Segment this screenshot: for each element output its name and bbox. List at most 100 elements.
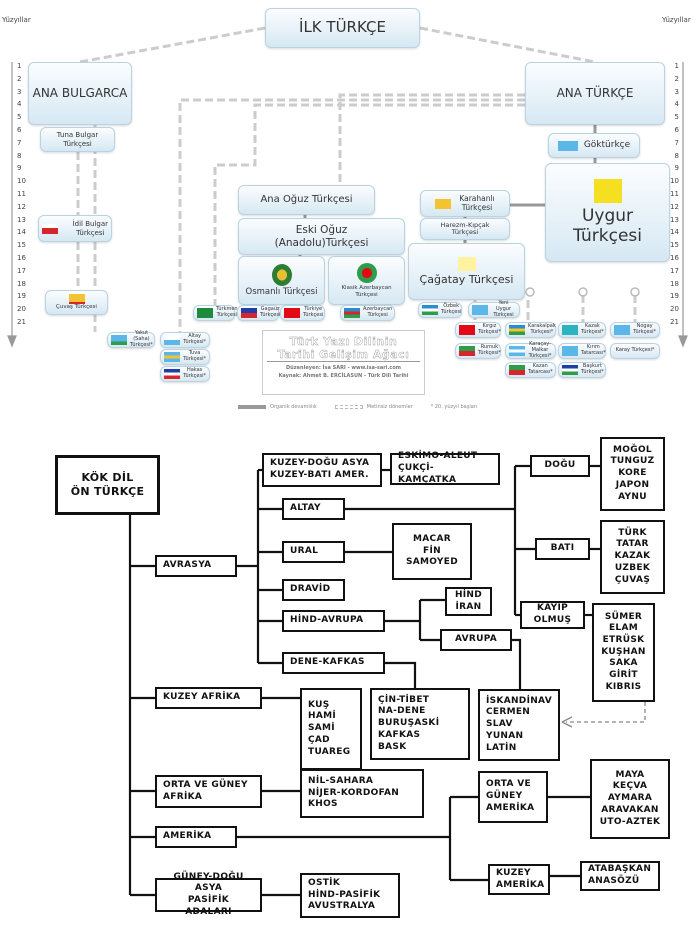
ottoman-coat-of-arms-icon xyxy=(271,263,292,286)
century-tick: 7 xyxy=(674,138,679,147)
leaf-language-node: Gagauz Türkçesi xyxy=(237,305,281,321)
branch-ural: URAL xyxy=(282,541,345,563)
century-tick: 10 xyxy=(670,177,679,186)
region-guney-dogu-asya: GÜNEY-DOĞU ASYA PASİFİK ADALARI xyxy=(155,872,262,917)
leaf-label: Özbek Türkçesi xyxy=(441,303,462,315)
leaf-kuzey-amerika-list: ATABAŞKAN ANASÖZÜ xyxy=(580,861,660,891)
leaf-label: Yakut (Saha) Türkçesi* xyxy=(130,330,153,348)
century-tick: 2 xyxy=(17,74,22,83)
leaf-language-node: Azerbaycan Türkçesi xyxy=(340,305,395,321)
leaf-label: Türkmen Türkçesi xyxy=(216,306,238,318)
flag-icon xyxy=(509,325,525,335)
leaf-language-node: Karakalpak Türkçesi* xyxy=(505,322,556,338)
century-tick: 5 xyxy=(17,113,22,122)
branch-dravid: DRAVİD xyxy=(282,579,345,601)
node-ilk-turkce: İLK TÜRKÇE xyxy=(265,8,420,48)
leaf-label: Kırgız Türkçesi* xyxy=(478,323,501,335)
flag-icon xyxy=(459,325,475,335)
flag-icon xyxy=(344,308,360,318)
leaf-label: Gagauz Türkçesi xyxy=(260,306,281,318)
century-tick: 19 xyxy=(17,292,26,301)
century-tick: 4 xyxy=(17,100,22,109)
legend: Organik devamlılık Metinsiz dönemler * 2… xyxy=(238,404,477,410)
flag-icon xyxy=(241,308,257,318)
leaf-language-node: Türkmen Türkçesi xyxy=(193,305,238,321)
century-tick: 11 xyxy=(17,189,26,198)
branch-kayip-olmus: KAYIP OLMUŞ xyxy=(520,601,585,629)
leaf-eskimo: ESKİMO-ALEUT ÇUKÇİ-KAMÇATKA xyxy=(390,451,500,485)
century-tick: 14 xyxy=(670,228,679,237)
century-tick: 10 xyxy=(17,177,26,186)
century-tick: 6 xyxy=(17,125,22,134)
century-tick: 16 xyxy=(17,253,26,262)
leaf-language-node: Kazan Tatarcası* xyxy=(505,362,556,378)
leaf-language-node: Türkiye Türkçesi xyxy=(280,305,325,321)
flag-icon xyxy=(562,365,578,375)
node-ana-bulgarca: ANA BULGARCA xyxy=(28,62,132,125)
century-tick: 13 xyxy=(670,215,679,224)
flag-icon xyxy=(42,223,58,234)
century-tick: 8 xyxy=(17,151,22,160)
node-ana-turkce: ANA TÜRKÇE xyxy=(525,62,665,125)
branch-orta-guney-amerika: ORTA VE GÜNEY AMERİKA xyxy=(478,771,548,823)
leaf-language-node: Karay Türkçesi* xyxy=(610,343,660,359)
node-label: Karahanlı Türkçesi xyxy=(459,193,495,212)
century-tick: 6 xyxy=(674,125,679,134)
leaf-language-node: Başkurt Türkçesi* xyxy=(558,362,606,378)
flag-icon xyxy=(164,369,180,379)
leaf-iskandinav: İSKANDİNAV CERMEN SLAV YUNAN LATİN xyxy=(478,689,560,761)
flag-icon xyxy=(472,305,488,315)
century-tick: 3 xyxy=(17,87,22,96)
legend-solid-label: Organik devamlılık xyxy=(270,404,317,410)
branch-dene-kafkas: DENE-KAFKAS xyxy=(282,652,385,674)
leaf-language-node: Altay Türkçesi* xyxy=(160,332,210,348)
leaf-label: Yeni Uygur Türkçesi xyxy=(493,300,514,318)
dashed-arrow xyxy=(566,702,646,723)
node-cuvas: Çuvaş Türkçesi xyxy=(45,290,108,315)
region-avrasya: AVRASYA xyxy=(155,555,237,577)
century-tick: 21 xyxy=(17,317,26,326)
node-tuna-bulgar: Tuna Bulgar Türkçesi xyxy=(40,127,115,152)
century-tick: 2 xyxy=(674,74,679,83)
branch-avrupa: AVRUPA xyxy=(440,629,512,651)
leaf-language-node: Rumuk Türkçesi* xyxy=(455,343,501,359)
century-tick: 11 xyxy=(670,189,679,198)
century-tick: 20 xyxy=(670,305,679,314)
region-orta-guney-afrika: ORTA VE GÜNEY AFRİKA xyxy=(155,775,262,808)
branch-altay: ALTAY xyxy=(282,498,345,520)
leaf-dogu-list: MOĞOL TUNGUZ KORE JAPON AYNU xyxy=(600,437,665,511)
node-label: Çuvaş Türkçesi xyxy=(56,304,97,311)
leaf-language-node: Nogay Türkçesi* xyxy=(610,322,660,338)
flag-icon xyxy=(509,346,525,356)
azerbaijan-emblem-icon xyxy=(356,263,377,284)
flag-icon xyxy=(164,335,180,345)
century-tick: 21 xyxy=(670,317,679,326)
leaf-language-node: Özbek Türkçesi xyxy=(418,302,462,318)
region-amerika: AMERİKA xyxy=(155,826,237,848)
dashed-line-swatch xyxy=(334,405,363,409)
leaf-kus: KUŞ HAMİ SAMİ ÇAD TUAREG xyxy=(300,688,362,770)
century-tick: 4 xyxy=(674,100,679,109)
flag-icon xyxy=(435,198,452,209)
flag-icon xyxy=(197,308,213,318)
leaf-language-node: Tuva Türkçesi* xyxy=(160,349,210,365)
century-label-right: Yüzyıllar xyxy=(662,16,691,24)
legend-dashed-label: Metinsiz dönemler xyxy=(366,404,413,410)
flag-icon xyxy=(557,140,578,151)
century-label-left: Yüzyıllar xyxy=(2,16,31,24)
century-tick: 20 xyxy=(17,305,26,314)
leaf-label: Altay Türkçesi* xyxy=(183,333,206,345)
century-tick: 5 xyxy=(674,113,679,122)
branch-bati: BATI xyxy=(535,538,590,560)
leaf-label: Rumuk Türkçesi* xyxy=(478,344,501,356)
title-source: Kaynak: Ahmet B. ERCİLASUN - Türk Dili T… xyxy=(278,373,409,379)
leaf-nil-sahara: NİL-SAHARA NİJER-KORDOFAN KHOS xyxy=(300,769,424,818)
century-arrows xyxy=(7,62,688,348)
leaf-label: Türkiye Türkçesi xyxy=(303,306,324,318)
century-tick: 9 xyxy=(674,164,679,173)
century-tick: 16 xyxy=(670,253,679,262)
flag-icon xyxy=(457,256,476,271)
leaf-cin-tibet: ÇİN-TİBET NA-DENE BURUŞASKİ KAFKAS BASK xyxy=(370,688,470,760)
